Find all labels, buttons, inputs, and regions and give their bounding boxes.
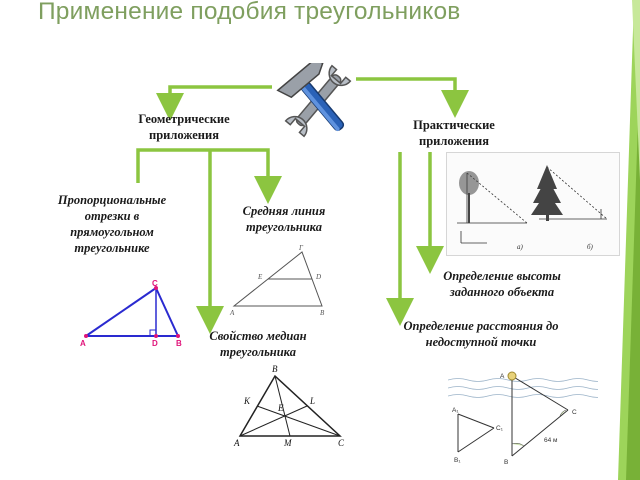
label-d2: D [315, 273, 321, 281]
midline-triangle-figure: Г Е D A В [229, 244, 325, 317]
label-b: B [176, 339, 182, 348]
label-distance-river: 64 м [544, 437, 558, 444]
label-b3: B [272, 364, 278, 374]
tools-icon [276, 63, 352, 138]
label-c1-river: C₁ [496, 425, 504, 432]
tree-height-figure: а) б) [446, 152, 620, 256]
geometric-applications-label: Геометрические приложения [138, 112, 230, 142]
label-b-river: B [504, 459, 508, 466]
slide-title: Применение подобия треугольников [38, 0, 461, 25]
proportional-segments-label: Пропорциональные отрезки в прямоугольном… [57, 193, 167, 255]
label-g: Г [298, 244, 304, 252]
river-distance-figure: A C B B₁ A₁ C₁ 64 м [447, 366, 609, 466]
label-b1-river: B₁ [454, 457, 461, 464]
label-c3: C [338, 438, 345, 448]
label-c: C [152, 280, 158, 288]
decorative-band [618, 0, 640, 480]
label-a-tree: а) [517, 243, 524, 251]
medians-property-label: Свойство медиан треугольника [209, 329, 307, 359]
right-triangle-figure: C A D B [80, 280, 182, 348]
medians-triangle-figure: B K L E A M C [233, 364, 345, 448]
label-k: K [243, 396, 251, 406]
label-c-river: C [572, 409, 577, 416]
label-m: M [283, 438, 292, 448]
label-a3: A [233, 438, 240, 448]
label-a: A [80, 339, 86, 348]
label-a2: A [229, 309, 235, 317]
label-b-tree: б) [587, 243, 594, 251]
label-d: D [152, 339, 158, 348]
practical-applications-label: Практические приложения [413, 118, 495, 148]
inaccessible-distance-label: Определение расстояния до недоступной то… [403, 319, 559, 349]
label-l: L [309, 396, 315, 406]
label-e: Е [257, 273, 263, 281]
label-a1-river: A₁ [452, 407, 459, 414]
midline-label: Средняя линия треугольника [242, 204, 326, 234]
label-v: В [320, 309, 325, 317]
label-e3: E [277, 403, 284, 413]
label-a-river: A [500, 373, 505, 380]
object-height-label: Определение высоты заданного объекта [443, 269, 561, 299]
